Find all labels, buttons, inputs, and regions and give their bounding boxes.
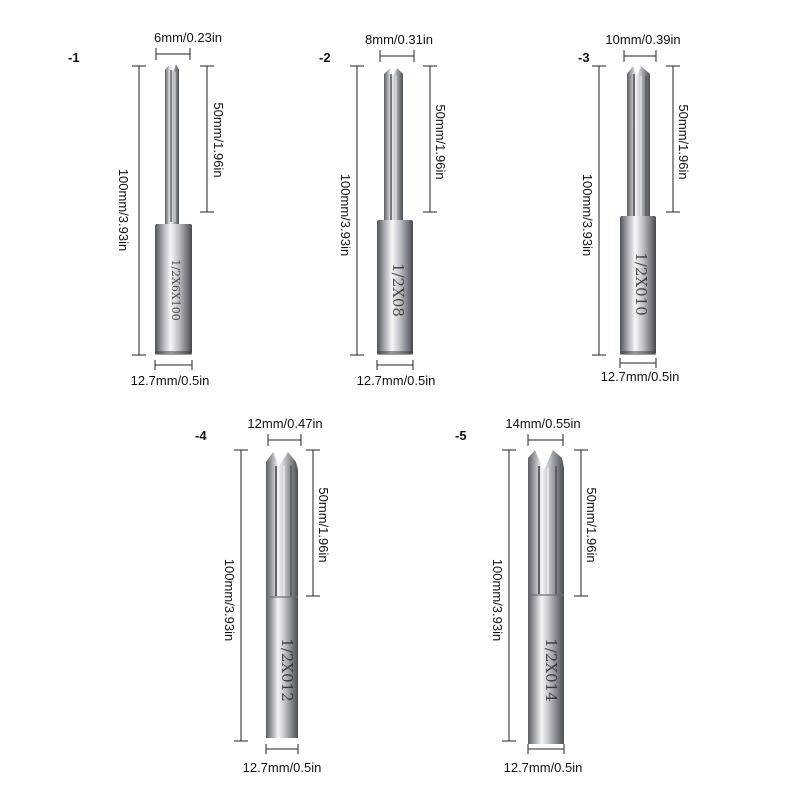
shank-diameter-label: 12.7mm/0.5in [504,760,583,775]
shank-engraving: 1/2X012 [278,638,296,701]
total-length-dimension [592,65,606,356]
cut-length-label: 50mm/1.96in [211,102,226,177]
bit-1: -1 6mm/0.23in 1/2X6X100 50mm/1.96in 100m… [68,30,226,388]
total-length-dimension [350,65,364,356]
shank-diameter-dimension [154,360,193,370]
total-length-label: 100mm/3.93in [580,174,595,256]
cut-diameter-label: 14mm/0.55in [505,416,580,431]
total-length-label: 100mm/3.93in [222,559,237,641]
cut-diameter-label: 8mm/0.31in [365,32,433,47]
router-bit: 1/2X6X100 [155,64,192,355]
cut-diameter-dimension [267,434,302,446]
total-length-dimension [502,449,516,742]
cut-length-label: 50mm/1.96in [433,104,448,179]
cut-length-label: 50mm/1.96in [676,104,691,179]
cut-diameter-dimension [623,50,657,62]
cut-length-dimension [666,65,680,213]
shank-diameter-label: 12.7mm/0.5in [601,369,680,384]
shank-engraving: 1/2X6X100 [169,259,182,320]
router-bit: 1/2X012 [266,452,298,738]
cut-diameter-label: 6mm/0.23in [154,30,222,45]
cut-length-dimension [200,65,214,213]
shank-engraving: 1/2X010 [632,252,650,315]
cut-diameter-dimension [527,434,564,446]
shank-diameter-label: 12.7mm/0.5in [357,373,436,388]
shank-engraving: 1/2X08 [389,263,407,317]
cut-length-dimension [306,449,320,597]
bit-index-label: -3 [578,50,590,65]
cut-length-dimension [574,449,588,597]
cut-diameter-dimension [155,48,191,60]
shank-diameter-dimension [527,744,565,754]
cut-diameter-label: 10mm/0.39in [605,32,680,47]
bit-index-label: -1 [68,50,80,65]
cut-length-label: 50mm/1.96in [584,487,599,562]
router-bit: 1/2X08 [377,68,413,355]
router-bit: 1/2X014 [528,450,564,744]
bit-5: -5 14mm/0.55in 1/2X014 50mm/1.96in 100mm… [455,416,599,775]
cut-length-dimension [423,65,437,213]
shank-engraving: 1/2X014 [542,638,560,701]
bit-index-label: -4 [195,428,207,443]
total-length-dimension [132,65,146,356]
shank-diameter-dimension [619,358,657,368]
shank-diameter-label: 12.7mm/0.5in [131,373,210,388]
bit-index-label: -2 [319,50,331,65]
total-length-label: 100mm/3.93in [490,559,505,641]
total-length-dimension [234,449,248,742]
cut-diameter-dimension [379,50,415,62]
bit-index-label: -5 [455,428,467,443]
bit-2: -2 8mm/0.31in 1/2X08 50mm/1.96in 100mm/3… [319,32,448,388]
bit-4: -4 12mm/0.47in 1/2X012 50mm/1.96in 100mm… [195,416,331,775]
shank-diameter-label: 12.7mm/0.5in [243,760,322,775]
cut-diameter-label: 12mm/0.47in [247,416,322,431]
shank-diameter-dimension [265,744,299,754]
total-length-label: 100mm/3.93in [116,169,131,251]
router-bit: 1/2X010 [620,66,656,355]
cut-length-label: 50mm/1.96in [316,487,331,562]
shank-diameter-dimension [376,360,414,370]
total-length-label: 100mm/3.93in [338,174,353,256]
bit-3: -3 10mm/0.39in 1/2X010 50mm/1.96in 100mm… [578,32,691,384]
